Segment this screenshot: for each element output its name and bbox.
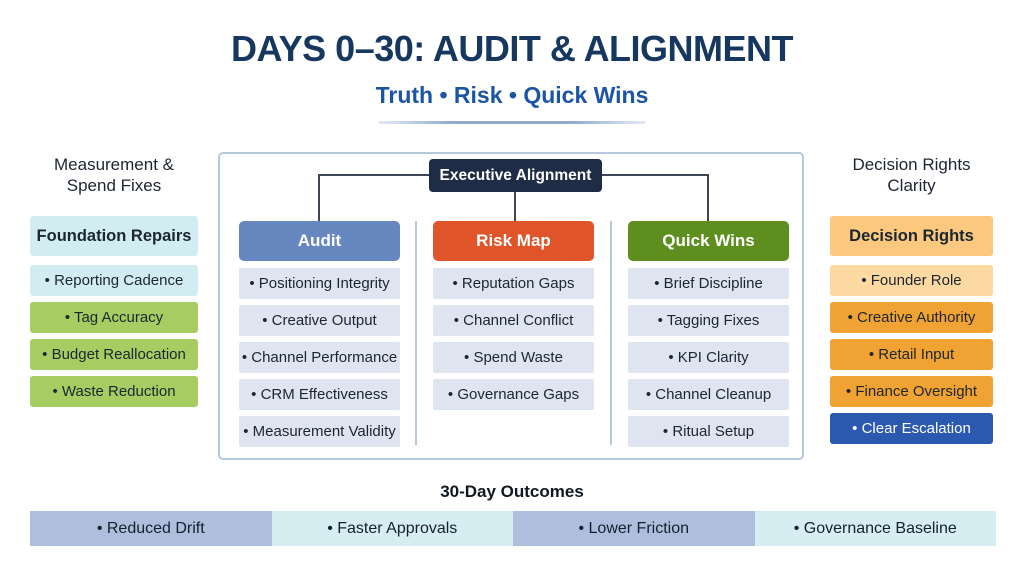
list-item: • Brief Discipline: [628, 268, 789, 299]
list-item: • Creative Authority: [830, 302, 993, 334]
outcome-segment: • Lower Friction: [513, 511, 755, 546]
risk-map-column: Risk Map • Reputation Gaps • Channel Con…: [433, 221, 594, 410]
right-column: Decision Rights Clarity Decision Rights …: [830, 155, 993, 445]
list-item: • Creative Output: [239, 305, 400, 336]
list-item: • Founder Role: [830, 265, 993, 297]
list-item: • Ritual Setup: [628, 416, 789, 447]
foundation-repairs-header: Foundation Repairs: [30, 216, 198, 257]
connector-center-vertical: [514, 192, 516, 221]
outcome-segment: • Governance Baseline: [754, 511, 996, 546]
left-caption-line2: Spend Fixes: [66, 175, 162, 195]
right-column-caption: Decision Rights Clarity: [830, 155, 993, 196]
list-item: • Reporting Cadence: [30, 265, 198, 297]
list-item: • Governance Gaps: [433, 379, 594, 410]
list-item: • Waste Reduction: [30, 376, 198, 408]
list-item: • Clear Escalation: [830, 413, 993, 445]
list-item: • CRM Effectiveness: [239, 379, 400, 410]
quick-wins-column: Quick Wins • Brief Discipline • Tagging …: [628, 221, 789, 447]
connector-left-vertical: [318, 174, 320, 221]
connector-right-horizontal: [602, 174, 709, 176]
page-title: DAYS 0–30: AUDIT & ALIGNMENT: [230, 28, 794, 69]
list-item: • Reputation Gaps: [433, 268, 594, 299]
list-item: • Channel Cleanup: [628, 379, 789, 410]
column-divider: [610, 221, 612, 445]
left-column: Measurement & Spend Fixes Foundation Rep…: [30, 155, 198, 408]
list-item: • Budget Reallocation: [30, 339, 198, 371]
list-item: • Channel Performance: [239, 342, 400, 373]
outcome-segment: • Reduced Drift: [30, 511, 272, 546]
connector-left-horizontal: [319, 174, 429, 176]
column-divider: [415, 221, 417, 445]
list-item: • Spend Waste: [433, 342, 594, 373]
audit-header: Audit: [239, 221, 400, 261]
left-caption-line1: Measurement &: [54, 155, 174, 174]
list-item: • Measurement Validity: [239, 416, 400, 447]
outcomes-bar: • Reduced Drift • Faster Approvals • Low…: [30, 511, 996, 546]
page-subtitle: Truth • Risk • Quick Wins: [375, 82, 649, 108]
connector-right-vertical: [707, 174, 709, 221]
list-item: • KPI Clarity: [628, 342, 789, 373]
subtitle-divider: [378, 121, 646, 124]
list-item: • Tag Accuracy: [30, 302, 198, 334]
decision-rights-header: Decision Rights: [830, 216, 993, 257]
risk-map-header: Risk Map: [433, 221, 594, 261]
outcomes-title: 30-Day Outcomes: [440, 482, 584, 501]
central-panel: Executive Alignment Audit • Positioning …: [218, 152, 804, 460]
quick-wins-header: Quick Wins: [628, 221, 789, 261]
list-item: • Positioning Integrity: [239, 268, 400, 299]
audit-column: Audit • Positioning Integrity • Creative…: [239, 221, 400, 447]
list-item: • Retail Input: [830, 339, 993, 371]
right-caption-line2: Clarity: [887, 175, 936, 195]
left-column-caption: Measurement & Spend Fixes: [30, 155, 198, 196]
list-item: • Channel Conflict: [433, 305, 594, 336]
list-item: • Finance Oversight: [830, 376, 993, 408]
outcome-segment: • Faster Approvals: [271, 511, 513, 546]
list-item: • Tagging Fixes: [628, 305, 789, 336]
executive-alignment-node: Executive Alignment: [429, 159, 602, 192]
right-caption-line1: Decision Rights: [852, 155, 971, 174]
